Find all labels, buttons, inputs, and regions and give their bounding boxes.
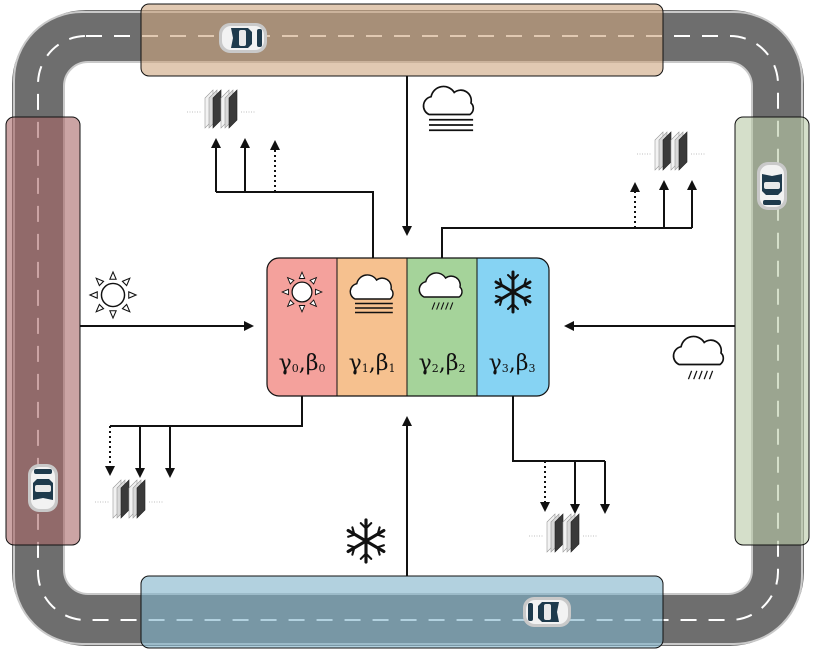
weather-parameter-block	[266, 257, 550, 397]
rain-icon-right	[672, 335, 725, 380]
branch-top-left	[216, 191, 374, 258]
branch-top-right	[441, 227, 692, 258]
cluster-params-fog: γ1,β1	[349, 351, 396, 376]
cluster-params-snow: γ3,β3	[489, 351, 536, 376]
region-right	[734, 116, 810, 546]
sun-icon	[281, 271, 323, 313]
cluster-params-rain: γ2,β2	[419, 351, 466, 376]
region-left	[5, 116, 81, 546]
car-icon-left	[28, 464, 58, 512]
branch-bottom-left	[110, 396, 303, 427]
sun-icon-left	[89, 271, 137, 319]
connectors	[80, 76, 735, 576]
rain-icon	[418, 272, 463, 310]
region-top	[140, 3, 664, 77]
fog-icon	[349, 274, 394, 314]
cluster-snow	[477, 258, 549, 396]
car-icon-right	[757, 162, 787, 210]
region-bottom	[140, 575, 664, 649]
car-icon-top	[219, 23, 267, 53]
cluster-params-sunny: γ0,β0	[279, 351, 326, 376]
fog-icon-top	[422, 85, 475, 132]
car-icon-bottom	[523, 597, 571, 627]
